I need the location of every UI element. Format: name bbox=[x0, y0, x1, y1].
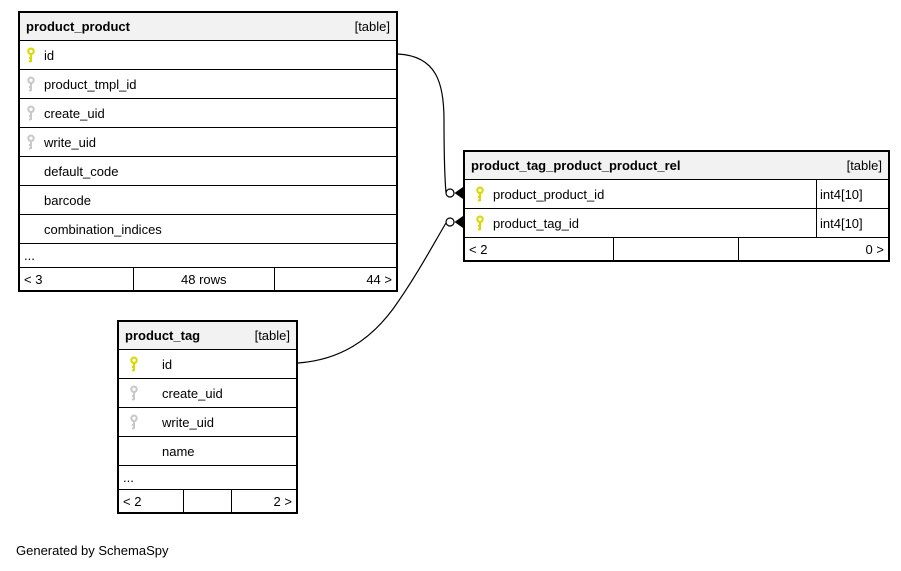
footer-children-count: 44 > bbox=[273, 268, 396, 290]
table-type-label: [table] bbox=[354, 19, 390, 34]
footer-rows-count bbox=[182, 490, 232, 512]
foreign-key-icon bbox=[129, 385, 139, 401]
column-row-create-uid: create_uid bbox=[20, 98, 396, 127]
column-name: combination_indices bbox=[44, 221, 162, 237]
table-header: product_product [table] bbox=[20, 13, 396, 40]
column-name: write_uid bbox=[44, 134, 97, 150]
table-product-tag: product_tag [table] id create_uid write_… bbox=[117, 320, 298, 514]
table-type-label: [table] bbox=[846, 158, 882, 173]
column-row-name: name bbox=[119, 436, 296, 465]
column-name: product_tmpl_id bbox=[44, 76, 137, 92]
column-name: create_uid bbox=[162, 385, 223, 401]
table-name[interactable]: product_tag bbox=[125, 328, 201, 343]
column-row-combination-indices: combination_indices bbox=[20, 214, 396, 243]
generated-by-note: Generated by SchemaSpy bbox=[16, 543, 169, 558]
foreign-key-icon bbox=[129, 414, 139, 430]
column-row-write-uid: write_uid bbox=[20, 127, 396, 156]
column-row-id: id bbox=[20, 40, 396, 69]
table-product-product: product_product [table] id product_tmpl_… bbox=[18, 11, 398, 292]
foreign-key-icon bbox=[26, 76, 36, 92]
fk-circle-marker-icon bbox=[445, 188, 455, 198]
footer-parents-count: < 2 bbox=[123, 493, 142, 509]
column-type: int4[10] bbox=[816, 180, 888, 208]
fk-circle-marker-icon bbox=[445, 217, 455, 227]
relation-line-product-tag-id bbox=[297, 216, 463, 364]
column-row-default-code: default_code bbox=[20, 156, 396, 185]
footer-parents-count: < 2 bbox=[469, 241, 488, 257]
column-name: id bbox=[162, 356, 173, 372]
column-row-barcode: barcode bbox=[20, 185, 396, 214]
column-name: write_uid bbox=[162, 414, 215, 430]
fk-arrowhead-icon bbox=[454, 216, 463, 228]
table-footer: < 2 0 > bbox=[465, 237, 888, 260]
primary-key-icon bbox=[475, 215, 485, 231]
column-row-write-uid: write_uid bbox=[119, 407, 296, 436]
column-row-product-tag-id: product_tag_id int4[10] bbox=[465, 208, 888, 237]
footer-children-count: 0 > bbox=[737, 238, 888, 260]
foreign-key-icon bbox=[26, 134, 36, 150]
column-name: create_uid bbox=[44, 105, 105, 121]
table-type-label: [table] bbox=[254, 328, 290, 343]
column-name: id bbox=[44, 47, 55, 63]
table-footer: < 3 48 rows 44 > bbox=[20, 267, 396, 290]
footer-rows-count: 48 rows bbox=[132, 268, 274, 290]
column-row-product-product-id: product_product_id int4[10] bbox=[465, 179, 888, 208]
table-name[interactable]: product_tag_product_product_rel bbox=[471, 158, 681, 173]
table-header: product_tag [table] bbox=[119, 322, 296, 349]
column-name: product_product_id bbox=[493, 186, 605, 202]
table-header: product_tag_product_product_rel [table] bbox=[465, 152, 888, 179]
fk-arrowhead-icon bbox=[454, 187, 463, 199]
footer-rows-count bbox=[613, 238, 738, 260]
column-name: default_code bbox=[44, 163, 119, 179]
footer-children-count: 2 > bbox=[231, 490, 296, 512]
column-row-id: id bbox=[119, 349, 296, 378]
table-footer: < 2 2 > bbox=[119, 489, 296, 512]
relation-line-product-product-id bbox=[397, 53, 463, 199]
column-row-create-uid: create_uid bbox=[119, 378, 296, 407]
primary-key-icon bbox=[129, 356, 139, 372]
table-name[interactable]: product_product bbox=[26, 19, 130, 34]
hidden-columns-ellipsis: ... bbox=[119, 465, 296, 489]
hidden-columns-ellipsis: ... bbox=[20, 243, 396, 267]
column-row-product-tmpl-id: product_tmpl_id bbox=[20, 69, 396, 98]
column-name: product_tag_id bbox=[493, 215, 580, 231]
footer-parents-count: < 3 bbox=[24, 271, 43, 287]
column-name: barcode bbox=[44, 192, 91, 208]
table-product-tag-product-product-rel: product_tag_product_product_rel [table] … bbox=[463, 150, 890, 262]
column-name: name bbox=[162, 443, 195, 459]
primary-key-icon bbox=[26, 47, 36, 63]
primary-key-icon bbox=[475, 186, 485, 202]
column-type: int4[10] bbox=[816, 209, 888, 237]
foreign-key-icon bbox=[26, 105, 36, 121]
